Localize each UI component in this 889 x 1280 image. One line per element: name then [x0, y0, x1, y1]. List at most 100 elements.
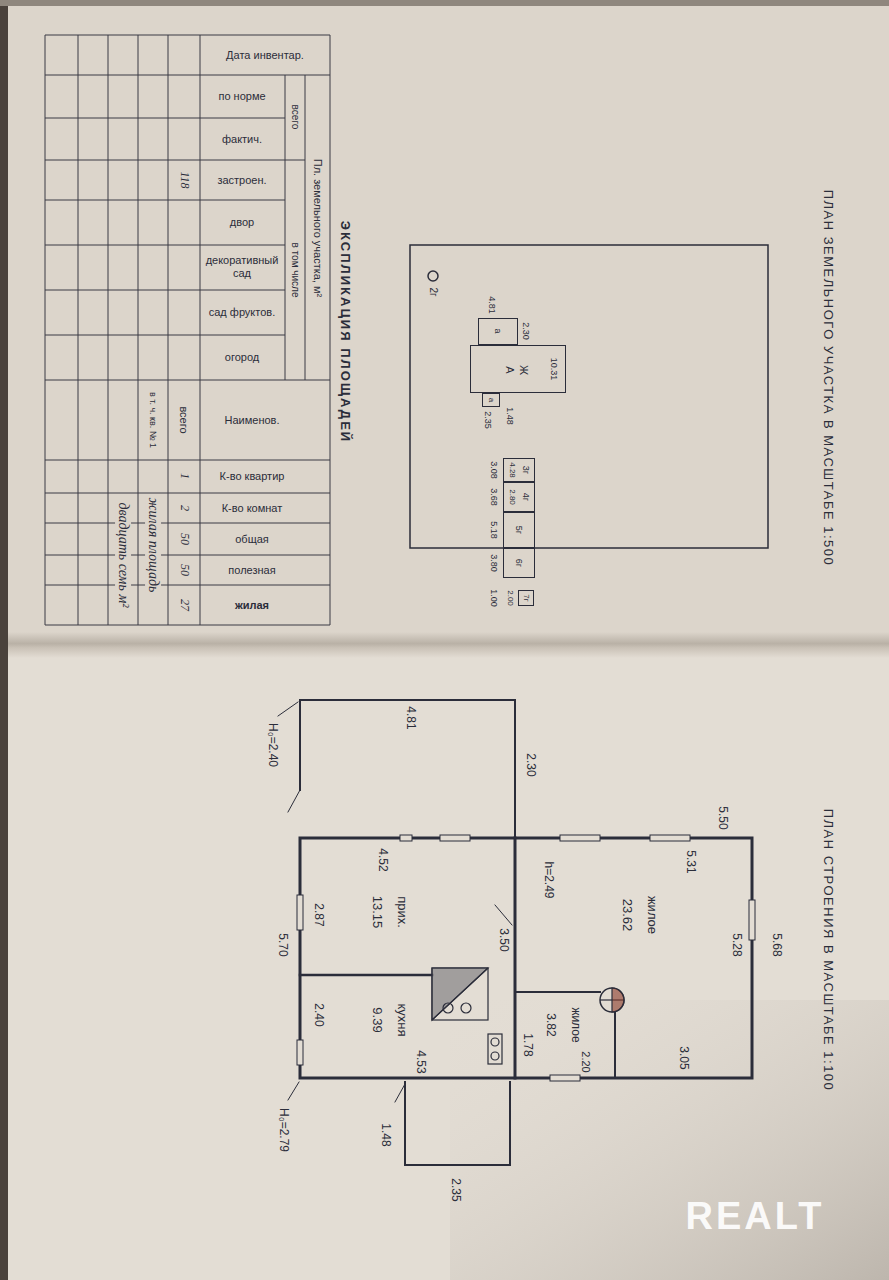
- paper: [0, 0, 889, 6]
- dimension: 1.00: [489, 589, 499, 607]
- stove: [491, 1052, 499, 1060]
- table-cell: 118: [177, 171, 191, 188]
- node-name: а: [486, 397, 495, 401]
- table-grid: [45, 380, 330, 381]
- table-header: сад фруктов.: [201, 306, 283, 319]
- node-area: 23.62: [620, 899, 635, 932]
- dimension: 3.80: [489, 554, 499, 572]
- table-grid: [45, 523, 330, 524]
- table-header: по норме: [218, 90, 265, 103]
- dimension: 1.48: [378, 1123, 392, 1146]
- node-name: Ж: [517, 364, 530, 374]
- table-grid: [45, 35, 330, 625]
- dimension: 5.68: [769, 933, 783, 956]
- table-header: К-во квартир: [220, 470, 285, 483]
- paper: [0, 0, 8, 1280]
- window: [400, 835, 412, 841]
- window: [749, 900, 755, 940]
- dimension: 5.18: [489, 521, 499, 539]
- table-grid: [45, 75, 330, 76]
- node-name: 5г: [513, 525, 523, 533]
- table-grid: [200, 35, 201, 625]
- node-name: а: [492, 328, 502, 333]
- dimension: 2.35: [483, 411, 493, 429]
- window: [650, 835, 690, 841]
- window: [440, 835, 470, 841]
- dimension: 4.52: [375, 848, 389, 871]
- stove: [612, 988, 624, 1012]
- table-grid: [45, 245, 285, 246]
- node-area: А: [503, 366, 516, 373]
- stove: [443, 1003, 453, 1013]
- building-walls: [395, 1084, 405, 1102]
- room: прих.13.15: [320, 870, 500, 968]
- table-grid: [78, 35, 79, 625]
- building-walls: [278, 700, 752, 1165]
- table-header: Пл. земельного участка, м²: [312, 159, 325, 297]
- building-walls: [288, 1082, 299, 1100]
- stove: [432, 968, 488, 1020]
- watermark: REALT: [686, 1195, 825, 1239]
- shed-box: 6г: [503, 548, 535, 578]
- paper: [0, 632, 889, 658]
- stove: [432, 968, 488, 1020]
- building-walls: [614, 1012, 616, 1078]
- table-grid: [45, 460, 330, 461]
- table-grid: [45, 118, 285, 119]
- building-walls: [278, 702, 298, 716]
- shed-box: 5г: [503, 512, 535, 548]
- dimension: 2.35: [448, 1178, 462, 1201]
- table-header: общая: [235, 533, 269, 546]
- table-header: огород: [225, 351, 259, 364]
- dimension: 2.87: [311, 903, 325, 926]
- height-mark: Н₀=2.79: [276, 1108, 290, 1152]
- dimension: 4.81: [403, 706, 417, 729]
- dimension: 4.81: [487, 296, 497, 314]
- node-name: жилое: [568, 1007, 582, 1042]
- table-header: фактич.: [222, 133, 262, 146]
- dimension: 2.80: [507, 489, 516, 505]
- dimension: 2.30: [521, 322, 531, 340]
- table-header: К-во комнат: [222, 502, 283, 515]
- table-cell: в т. ч. кв. № 1: [148, 392, 158, 448]
- table-header: полезная: [228, 564, 275, 577]
- plan-title: ПЛАН СТРОЕНИЯ В МАСШТАБЕ 1:100: [821, 809, 836, 1092]
- height-mark: h=2.49: [541, 861, 555, 898]
- dimension: 5.70: [275, 933, 289, 956]
- node-name: 3г: [520, 465, 530, 473]
- table-grid: [168, 35, 169, 625]
- porch-box: а: [482, 393, 500, 407]
- node-name: кухня: [395, 1003, 410, 1036]
- table-grid: [285, 75, 286, 380]
- node-name: жилое: [645, 896, 660, 934]
- well-mark: 2г: [427, 287, 439, 296]
- handwritten-note: жилая площадь: [145, 496, 161, 595]
- dimension: 5.28: [729, 933, 743, 956]
- dimension: 1.48: [505, 407, 515, 425]
- table-grid: [45, 35, 330, 36]
- table-grid: [45, 200, 285, 201]
- table-header: застроен.: [217, 174, 266, 187]
- table-header: всего: [289, 105, 301, 130]
- dimension: 3.05: [676, 1046, 690, 1069]
- building-walls: [405, 1082, 510, 1165]
- table-grid: [330, 35, 331, 625]
- building-walls: [495, 905, 512, 925]
- stove: [432, 968, 488, 1020]
- window: [297, 895, 303, 930]
- table-cell: 1: [177, 473, 191, 479]
- dimension: 3.50: [496, 928, 510, 951]
- table-header: Дата инвентар.: [226, 49, 304, 62]
- room: жилое 23.62: [560, 850, 740, 990]
- table-grid: [305, 75, 306, 380]
- table-cell: 2: [177, 505, 191, 511]
- outbuilding-box: а: [478, 318, 518, 345]
- building-walls: [288, 790, 300, 812]
- stove: [491, 1038, 499, 1046]
- node-name: 6г: [513, 558, 523, 566]
- stove: [461, 1003, 471, 1013]
- dimension: 5.50: [715, 806, 729, 829]
